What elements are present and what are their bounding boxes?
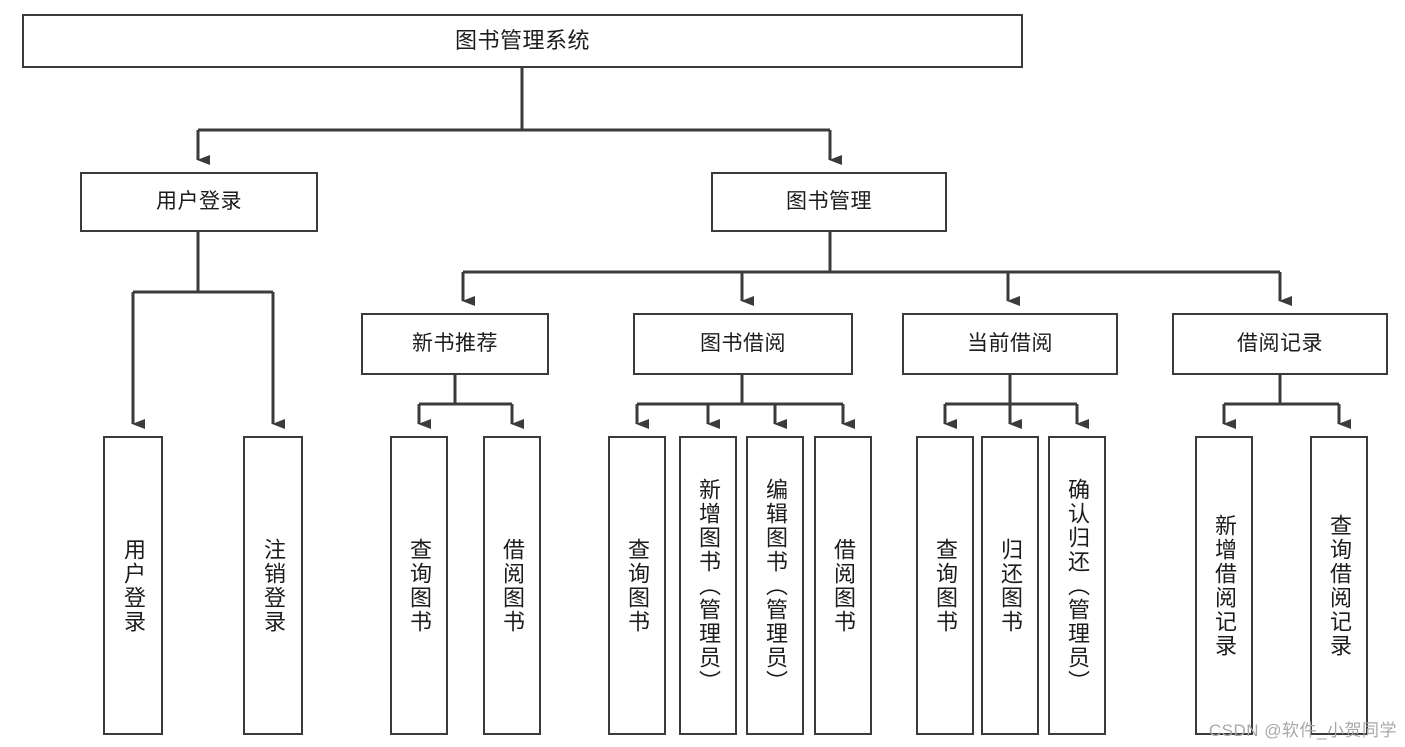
node-book-management[interactable]: 图书管理 (711, 172, 947, 232)
node-current-borrow[interactable]: 当前借阅 (902, 313, 1118, 375)
node-label: 查询图书 (625, 537, 650, 634)
leaf-user-login-login[interactable]: 用户登录 (103, 436, 163, 735)
leaf-current-borrow-query-books[interactable]: 查询图书 (916, 436, 974, 735)
node-label: 确认归还（管理员） (1065, 477, 1090, 694)
node-label: 用户登录 (156, 190, 242, 214)
node-label: 图书管理 (786, 190, 872, 214)
leaf-borrow-records-add-record[interactable]: 新增借阅记录 (1195, 436, 1253, 735)
node-label: 查询借阅记录 (1327, 513, 1352, 658)
leaf-new-book-borrow-books[interactable]: 借阅图书 (483, 436, 541, 735)
node-label: 新书推荐 (412, 332, 498, 356)
node-label: 新增图书（管理员） (696, 477, 721, 694)
leaf-book-borrow-edit-book-admin[interactable]: 编辑图书（管理员） (746, 436, 804, 735)
node-label: 借阅图书 (500, 537, 525, 634)
node-label: 借阅图书 (831, 537, 856, 634)
node-borrow-records[interactable]: 借阅记录 (1172, 313, 1388, 375)
node-label: 图书管理系统 (454, 27, 590, 53)
node-label: 归还图书 (998, 537, 1023, 634)
leaf-new-book-query-books[interactable]: 查询图书 (390, 436, 448, 735)
node-label: 新增借阅记录 (1212, 513, 1237, 658)
node-book-borrow[interactable]: 图书借阅 (633, 313, 853, 375)
leaf-current-borrow-return-books[interactable]: 归还图书 (981, 436, 1039, 735)
csdn-watermark: CSDN @软件_小贺同学 (1208, 721, 1397, 740)
leaf-book-borrow-query-books[interactable]: 查询图书 (608, 436, 666, 735)
leaf-user-login-logout[interactable]: 注销登录 (243, 436, 303, 735)
leaf-book-borrow-add-book-admin[interactable]: 新增图书（管理员） (679, 436, 737, 735)
node-label: 查询图书 (407, 537, 432, 634)
node-label: 查询图书 (933, 537, 958, 634)
node-label: 注销登录 (261, 537, 286, 634)
node-label: 当前借阅 (967, 332, 1053, 356)
node-label: 编辑图书（管理员） (763, 477, 788, 694)
leaf-current-borrow-confirm-return-admin[interactable]: 确认归还（管理员） (1048, 436, 1106, 735)
node-root-book-management-system[interactable]: 图书管理系统 (22, 14, 1023, 68)
leaf-book-borrow-borrow-books[interactable]: 借阅图书 (814, 436, 872, 735)
node-label: 用户登录 (121, 537, 146, 634)
node-label: 借阅记录 (1237, 332, 1323, 356)
leaf-borrow-records-query-record[interactable]: 查询借阅记录 (1310, 436, 1368, 735)
node-label: 图书借阅 (700, 332, 786, 356)
node-new-book-recommend[interactable]: 新书推荐 (361, 313, 549, 375)
node-user-login[interactable]: 用户登录 (80, 172, 318, 232)
